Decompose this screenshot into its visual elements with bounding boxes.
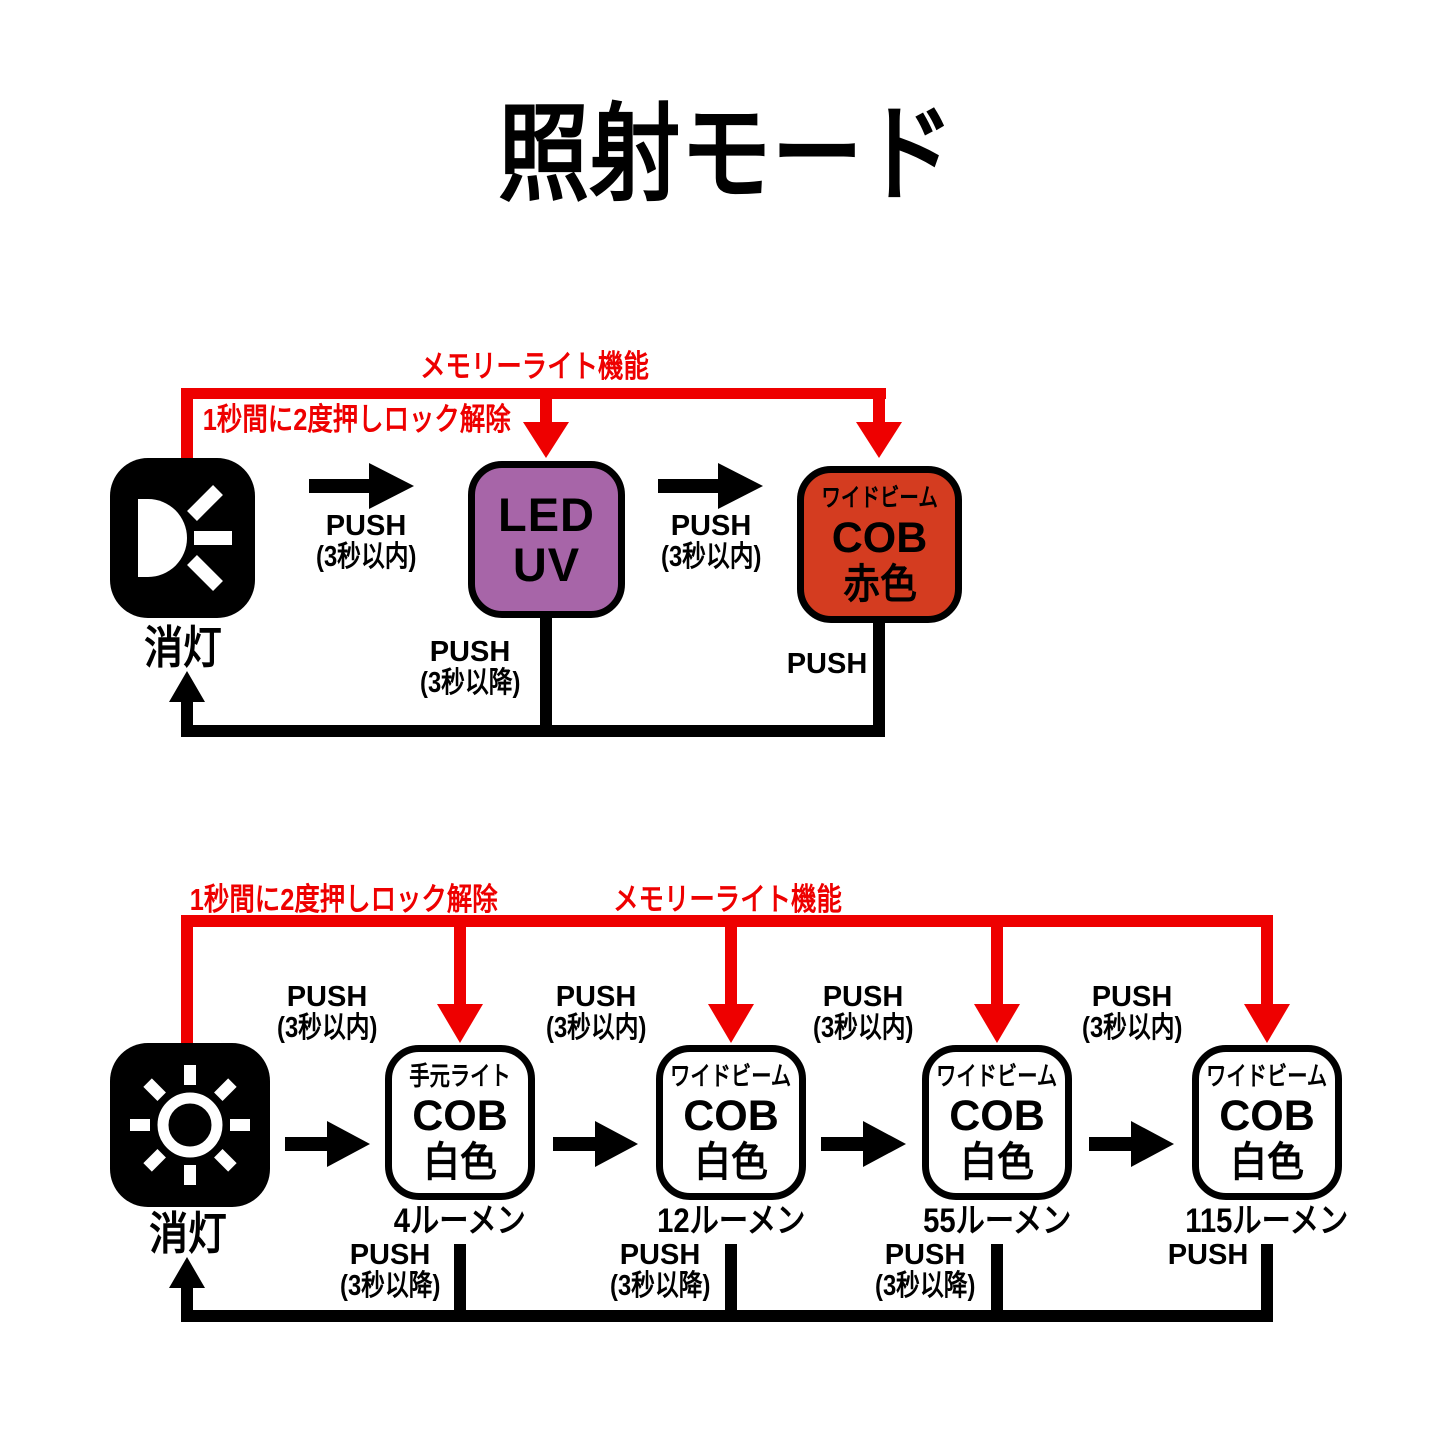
off-label: 消灯 [149, 1208, 227, 1259]
return-line-vertical [725, 1244, 737, 1322]
return-arrow-up [169, 671, 205, 737]
lumens-label: 4ルーメン [393, 1202, 527, 1240]
color-label: 白色 [694, 1139, 768, 1185]
push-arrow [658, 463, 763, 509]
lumens-label: 115ルーメン [1185, 1202, 1349, 1240]
mode-node-cob-white-1: 手元ライト COB 白色 [385, 1045, 535, 1200]
push-label: PUSH (3秒以内) [812, 981, 914, 1044]
beam-type-label: ワイドビーム [821, 484, 938, 512]
page-title: 照射モード [498, 96, 954, 214]
memory-drop-arrow [974, 918, 1020, 1043]
cob-label: COB [1219, 1092, 1315, 1140]
unlock-line-vertical [181, 920, 193, 1045]
push-label: PUSH (3秒以内) [315, 510, 417, 573]
return-line-vertical [540, 618, 552, 731]
push-label: PUSH (3秒以内) [276, 981, 378, 1044]
return-line-vertical [454, 1244, 466, 1322]
mode-node-cob-white-2: ワイドビーム COB 白色 [656, 1045, 806, 1200]
return-push-label: PUSH (3秒以降) [419, 636, 521, 699]
memory-drop-arrow [1244, 918, 1290, 1043]
memory-function-label: メモリーライト機能 [612, 882, 842, 917]
push-arrow [285, 1121, 370, 1167]
return-line-vertical [873, 621, 885, 731]
unlock-label: 1秒間に2度押しロック解除 [203, 402, 511, 437]
push-label: PUSH (3秒以内) [1081, 981, 1183, 1044]
push-arrow [553, 1121, 638, 1167]
off-node [110, 1043, 270, 1207]
return-push-label: PUSH (3秒以降) [609, 1239, 711, 1302]
return-push-label: PUSH [786, 648, 868, 680]
return-push-label: PUSH (3秒以降) [339, 1239, 441, 1302]
return-push-label: PUSH [1167, 1239, 1249, 1271]
return-push-label: PUSH (3秒以降) [874, 1239, 976, 1302]
beam-type-label: 手元ライト [409, 1061, 511, 1091]
node-label: LED [498, 487, 595, 541]
cob-label: COB [683, 1092, 779, 1140]
color-label: 白色 [960, 1139, 1034, 1185]
memory-drop-arrow [856, 391, 902, 458]
lumens-label: 12ルーメン [656, 1202, 806, 1240]
lumens-label: 55ルーメン [922, 1202, 1072, 1240]
mode-node-cob-red: ワイドビーム COB 赤色 [797, 466, 962, 623]
return-arrow-up [169, 1257, 205, 1322]
push-arrow [309, 463, 414, 509]
return-line-horizontal [181, 1310, 1273, 1322]
color-label: 白色 [1230, 1139, 1304, 1185]
return-line-vertical [1261, 1244, 1273, 1322]
flashlight-beam-icon [138, 485, 232, 591]
mode-node-cob-white-3: ワイドビーム COB 白色 [922, 1045, 1072, 1200]
off-node [110, 458, 255, 618]
push-label: PUSH (3秒以内) [545, 981, 647, 1044]
cob-label: COB [831, 514, 928, 562]
off-label: 消灯 [144, 622, 222, 673]
beam-type-label: ワイドビーム [1206, 1061, 1328, 1091]
push-arrow [1089, 1121, 1174, 1167]
push-arrow [821, 1121, 906, 1167]
return-line-vertical [991, 1244, 1003, 1322]
memory-line-horizontal [181, 388, 886, 399]
return-line-horizontal [181, 725, 885, 737]
unlock-line-vertical [181, 392, 193, 458]
beam-type-label: ワイドビーム [936, 1061, 1058, 1091]
cob-label: COB [949, 1092, 1045, 1140]
mode-node-led-uv: LED UV [468, 461, 625, 618]
memory-drop-arrow [708, 918, 754, 1043]
node-label: UV [512, 537, 581, 591]
mode-node-cob-white-4: ワイドビーム COB 白色 [1192, 1045, 1342, 1200]
unlock-label: 1秒間に2度押しロック解除 [190, 882, 498, 917]
memory-drop-arrow [523, 391, 569, 458]
color-label: 白色 [423, 1139, 497, 1185]
push-label: PUSH (3秒以内) [660, 510, 762, 573]
memory-drop-arrow [437, 918, 483, 1043]
memory-function-label: メモリーライト機能 [419, 349, 649, 384]
cob-label: COB [412, 1092, 508, 1140]
sun-light-icon [130, 1065, 250, 1185]
color-label: 赤色 [842, 561, 917, 607]
beam-type-label: ワイドビーム [670, 1061, 792, 1091]
